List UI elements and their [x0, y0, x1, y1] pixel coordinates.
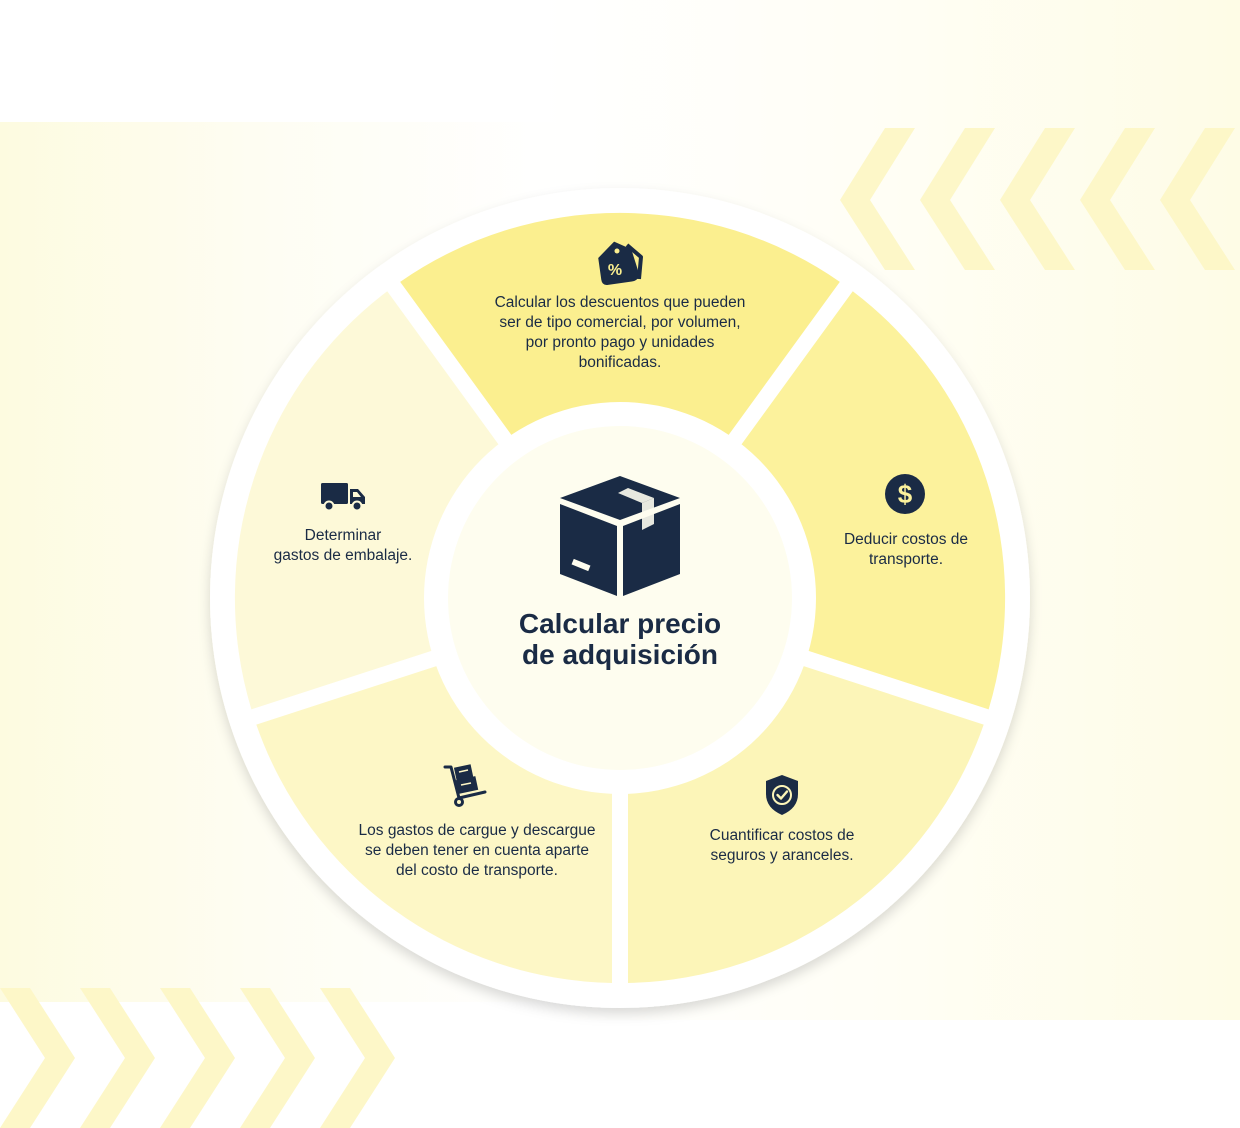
segment-label-descuentos: Calcular los descuentos que pueden ser d… [494, 294, 746, 371]
shield-check-icon [766, 775, 798, 815]
segment-label-cargue: Los gastos de cargue y descargue se debe… [358, 822, 596, 879]
truck-icon [321, 483, 365, 512]
segment-transporte [738, 291, 1006, 710]
segment-label-transporte: Deducir costos de transporte. [843, 531, 969, 568]
center-disc [448, 426, 792, 770]
diagram-title: Calcular precio de adquisición [518, 608, 722, 670]
chevrons-top-right [840, 128, 1235, 270]
segment-seguros [628, 664, 984, 983]
box-icon [560, 476, 680, 596]
segment-embalaje [234, 291, 502, 710]
dollar-icon: $ [885, 474, 925, 514]
segment-descuentos [400, 212, 840, 440]
discount-tag-icon: % [598, 241, 643, 285]
svg-text:$: $ [898, 479, 913, 509]
segment-label-seguros: Cuantificar costos de seguros y arancele… [709, 827, 855, 864]
segment-label-embalaje: Determinar gastos de embalaje. [273, 527, 413, 564]
hand-truck-icon [443, 764, 487, 807]
segment-cargue [256, 664, 612, 983]
chevrons-bottom-left [0, 988, 395, 1128]
svg-text:%: % [608, 262, 622, 279]
